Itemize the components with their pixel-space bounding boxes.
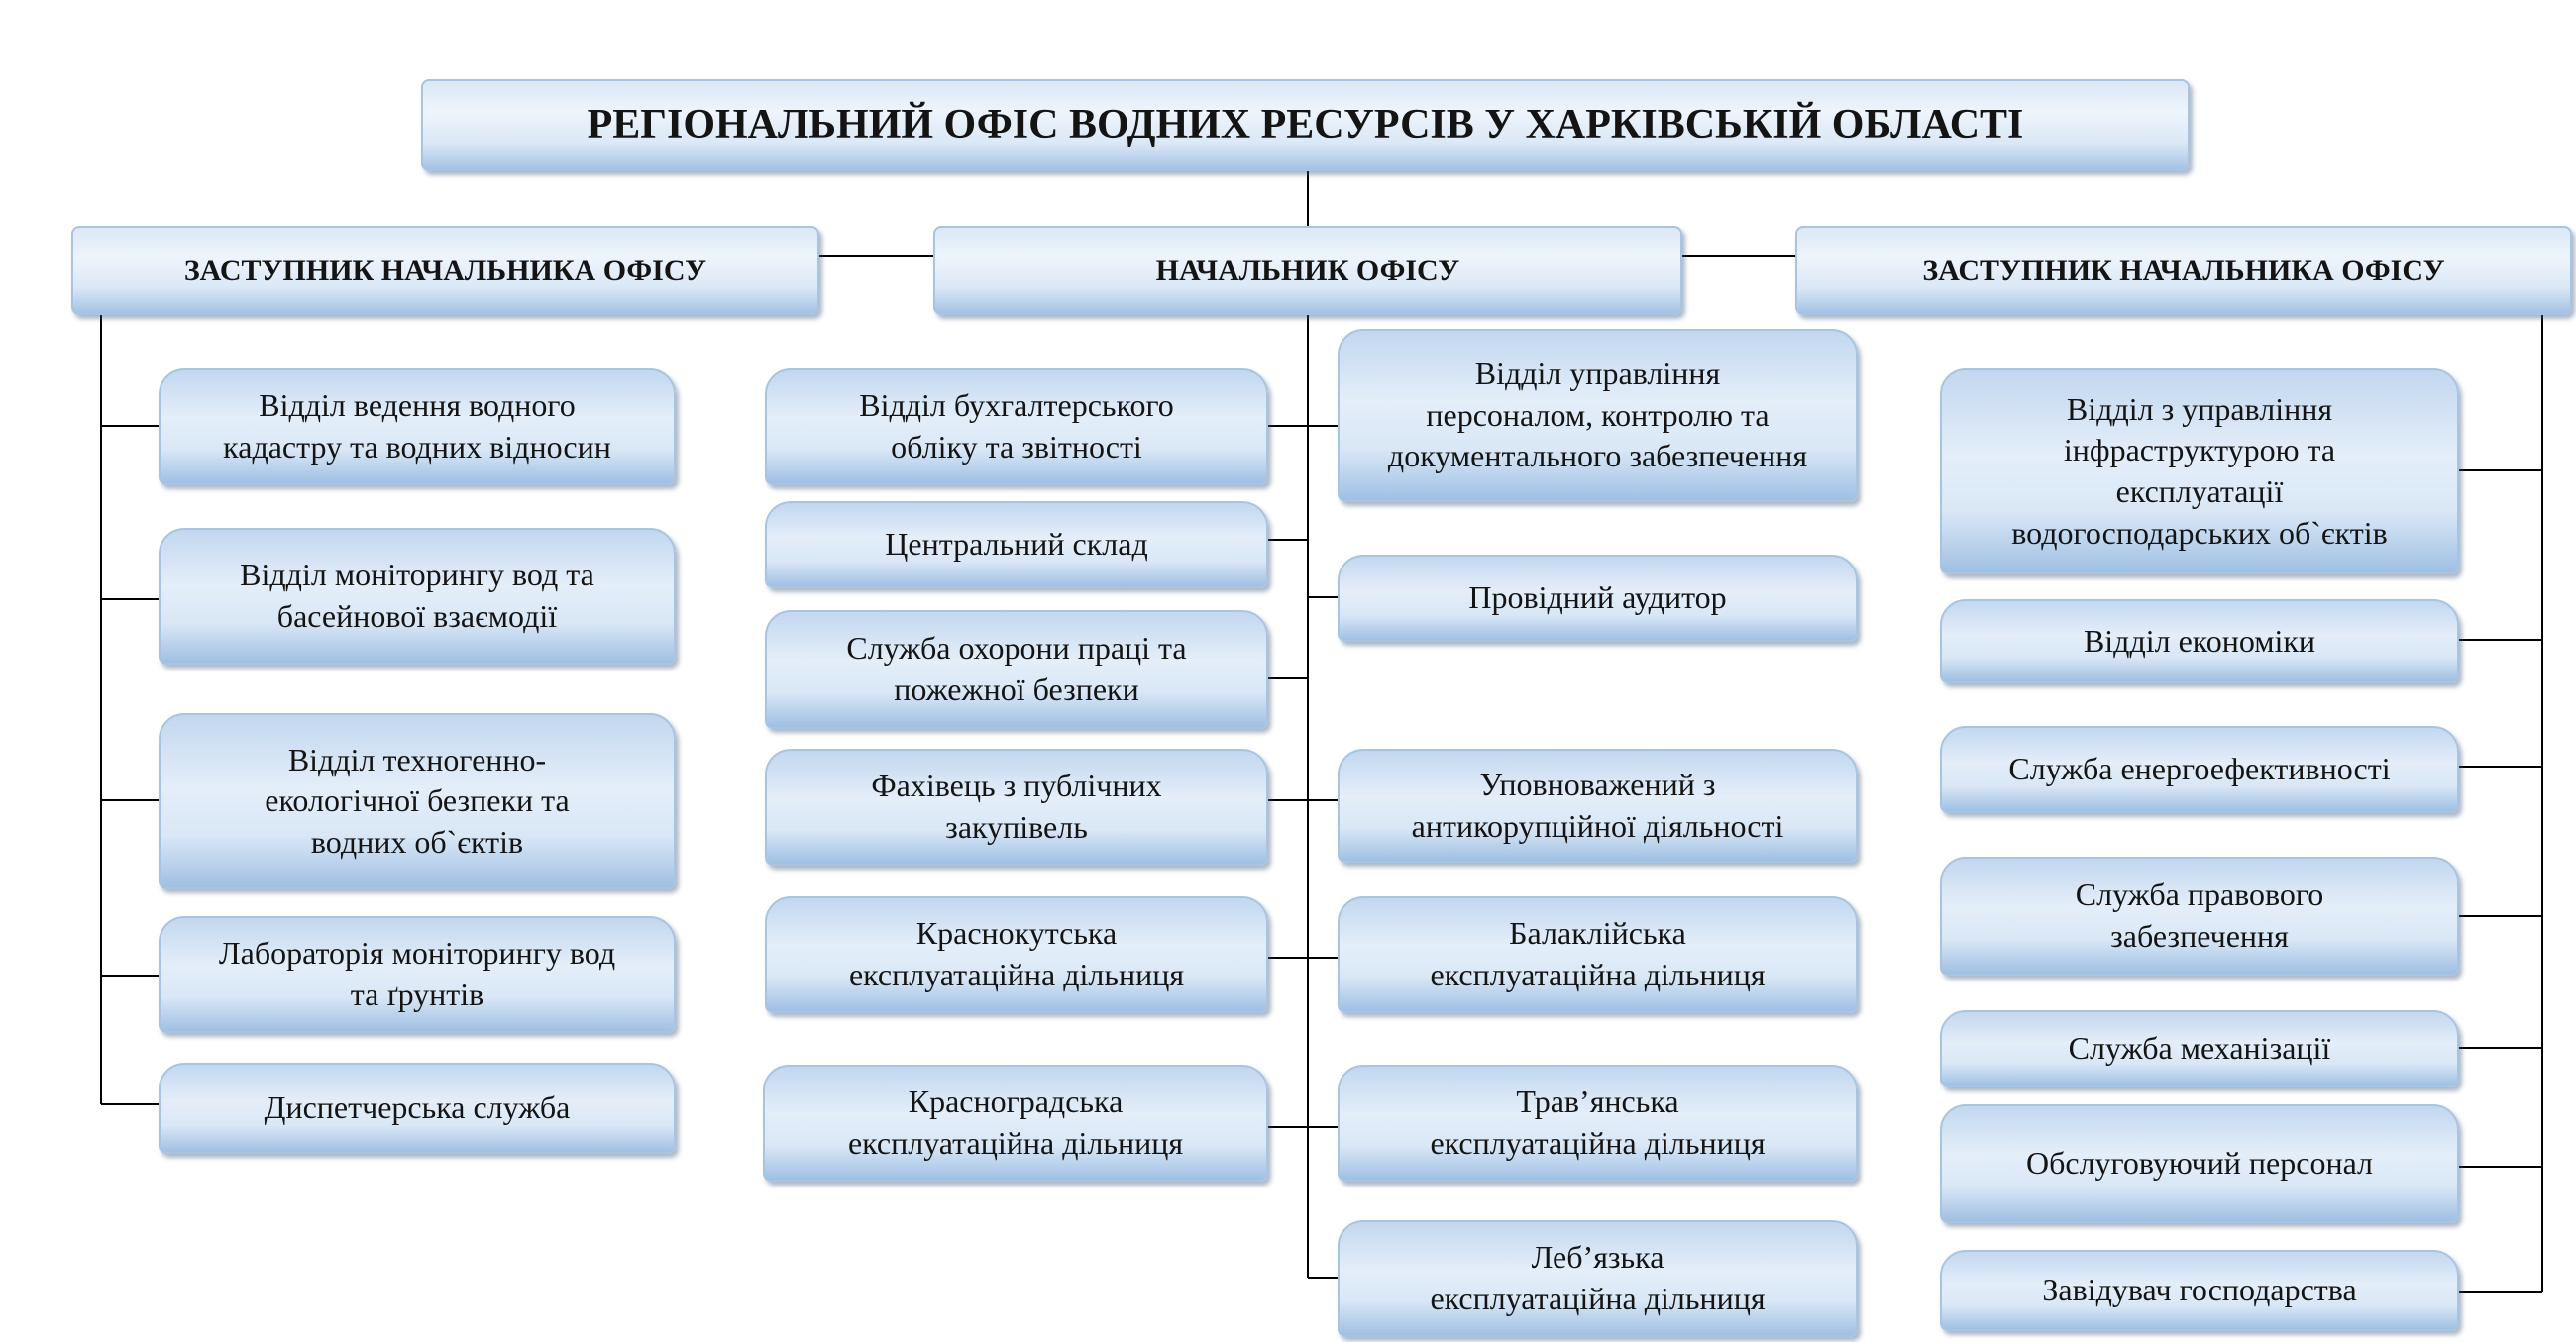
center-right-unit-box: Леб’язька експлуатаційна дільниця — [1338, 1220, 1858, 1337]
right-unit-box: Відділ економіки — [1940, 599, 2459, 683]
left-unit-label: Відділ техногенно- екологічної безпеки т… — [265, 741, 570, 860]
right-unit-label: Завідувач господарства — [2042, 1272, 2357, 1308]
left-unit-box: Відділ техногенно- екологічної безпеки т… — [159, 713, 676, 889]
right-unit-label: Служба механізації — [2068, 1030, 2331, 1067]
center-left-unit-box: Краснокутська експлуатаційна дільниця — [765, 896, 1268, 1013]
right-unit-box: Служба механізації — [1940, 1010, 2459, 1087]
center-left-unit-box: Служба охорони праці та пожежної безпеки — [765, 610, 1268, 729]
center-left-unit-label: Відділ бухгалтерського обліку та звітнос… — [859, 387, 1174, 465]
center-right-unit-label: Провідний аудитор — [1468, 579, 1727, 616]
center-right-unit-box: Балаклійська експлуатаційна дільниця — [1338, 896, 1858, 1013]
right-unit-label: Обслуговуючий персонал — [2025, 1145, 2374, 1182]
left-unit-box: Диспетчерська служба — [159, 1063, 676, 1154]
left-unit-label: Диспетчерська служба — [264, 1089, 571, 1126]
center-left-unit-box: Фахівець з публічних закупівель — [765, 749, 1268, 866]
center-left-unit-label: Служба охорони праці та пожежної безпеки — [846, 630, 1187, 707]
left-unit-label: Лабораторія моніторингу вод та ґрунтів — [218, 935, 616, 1012]
right-unit-box: Завідувач господарства — [1940, 1250, 2459, 1331]
center-left-unit-label: Краснокутська експлуатаційна дільниця — [848, 915, 1185, 992]
right-unit-label: Служба енергоефективності — [2008, 751, 2391, 787]
deputy-head-left: ЗАСТУПНИК НАЧАЛЬНИКА ОФІСУ — [183, 254, 707, 287]
left-unit-box: Відділ моніторингу вод та басейнової вза… — [159, 528, 676, 665]
head-of-office-box: НАЧАЛЬНИК ОФІСУ — [933, 226, 1682, 315]
center-right-unit-label: Трав’янська експлуатаційна дільниця — [1430, 1084, 1766, 1161]
center-left-unit-label: Красноградська експлуатаційна дільниця — [847, 1084, 1184, 1161]
head-of-office: НАЧАЛЬНИК ОФІСУ — [1155, 254, 1460, 287]
center-left-unit-box: Відділ бухгалтерського обліку та звітнос… — [765, 368, 1268, 485]
office-title: РЕГІОНАЛЬНИЙ ОФІС ВОДНИХ РЕСУРСІВ У ХАРК… — [587, 102, 2024, 149]
deputy-head-right-box: ЗАСТУПНИК НАЧАЛЬНИКА ОФІСУ — [1795, 226, 2572, 315]
deputy-head-right: ЗАСТУПНИК НАЧАЛЬНИКА ОФІСУ — [1922, 254, 2445, 287]
right-unit-box: Служба енергоефективності — [1940, 726, 2459, 813]
center-right-unit-label: Балаклійська експлуатаційна дільниця — [1430, 915, 1766, 992]
right-unit-box: Служба правового забезпечення — [1940, 857, 2459, 976]
office-title-box: РЕГІОНАЛЬНИЙ ОФІС ВОДНИХ РЕСУРСІВ У ХАРК… — [421, 79, 2190, 171]
right-unit-label: Відділ з управління інфраструктурою та е… — [2011, 390, 2388, 551]
center-left-unit-box: Красноградська експлуатаційна дільниця — [763, 1065, 1268, 1182]
center-right-unit-box: Відділ управління персоналом, контролю т… — [1338, 329, 1858, 502]
right-unit-label: Відділ економіки — [2083, 622, 2316, 659]
center-left-unit-label: Фахівець з публічних закупівель — [871, 768, 1162, 845]
center-right-unit-box: Уповноважений з антикорупційної діяльнос… — [1338, 749, 1858, 863]
right-unit-box: Обслуговуючий персонал — [1940, 1104, 2459, 1223]
center-right-unit-label: Уповноважений з антикорупційної діяльнос… — [1411, 766, 1784, 844]
center-left-unit-label: Центральний склад — [885, 526, 1148, 563]
deputy-head-left-box: ЗАСТУПНИК НАЧАЛЬНИКА ОФІСУ — [71, 226, 819, 315]
center-right-unit-box: Провідний аудитор — [1338, 555, 1858, 642]
left-unit-box: Відділ ведення водного кадастру та водни… — [159, 368, 676, 485]
left-unit-label: Відділ ведення водного кадастру та водни… — [223, 387, 611, 465]
center-right-unit-label: Леб’язька експлуатаційна дільниця — [1430, 1239, 1766, 1316]
center-left-unit-box: Центральний склад — [765, 501, 1268, 588]
center-right-unit-box: Трав’янська експлуатаційна дільниця — [1338, 1065, 1858, 1182]
left-unit-label: Відділ моніторингу вод та басейнової вза… — [240, 557, 594, 634]
center-right-unit-label: Відділ управління персоналом, контролю т… — [1387, 356, 1808, 474]
right-unit-label: Служба правового забезпечення — [2075, 877, 2324, 954]
left-unit-box: Лабораторія моніторингу вод та ґрунтів — [159, 916, 676, 1033]
right-unit-box: Відділ з управління інфраструктурою та е… — [1940, 368, 2459, 574]
